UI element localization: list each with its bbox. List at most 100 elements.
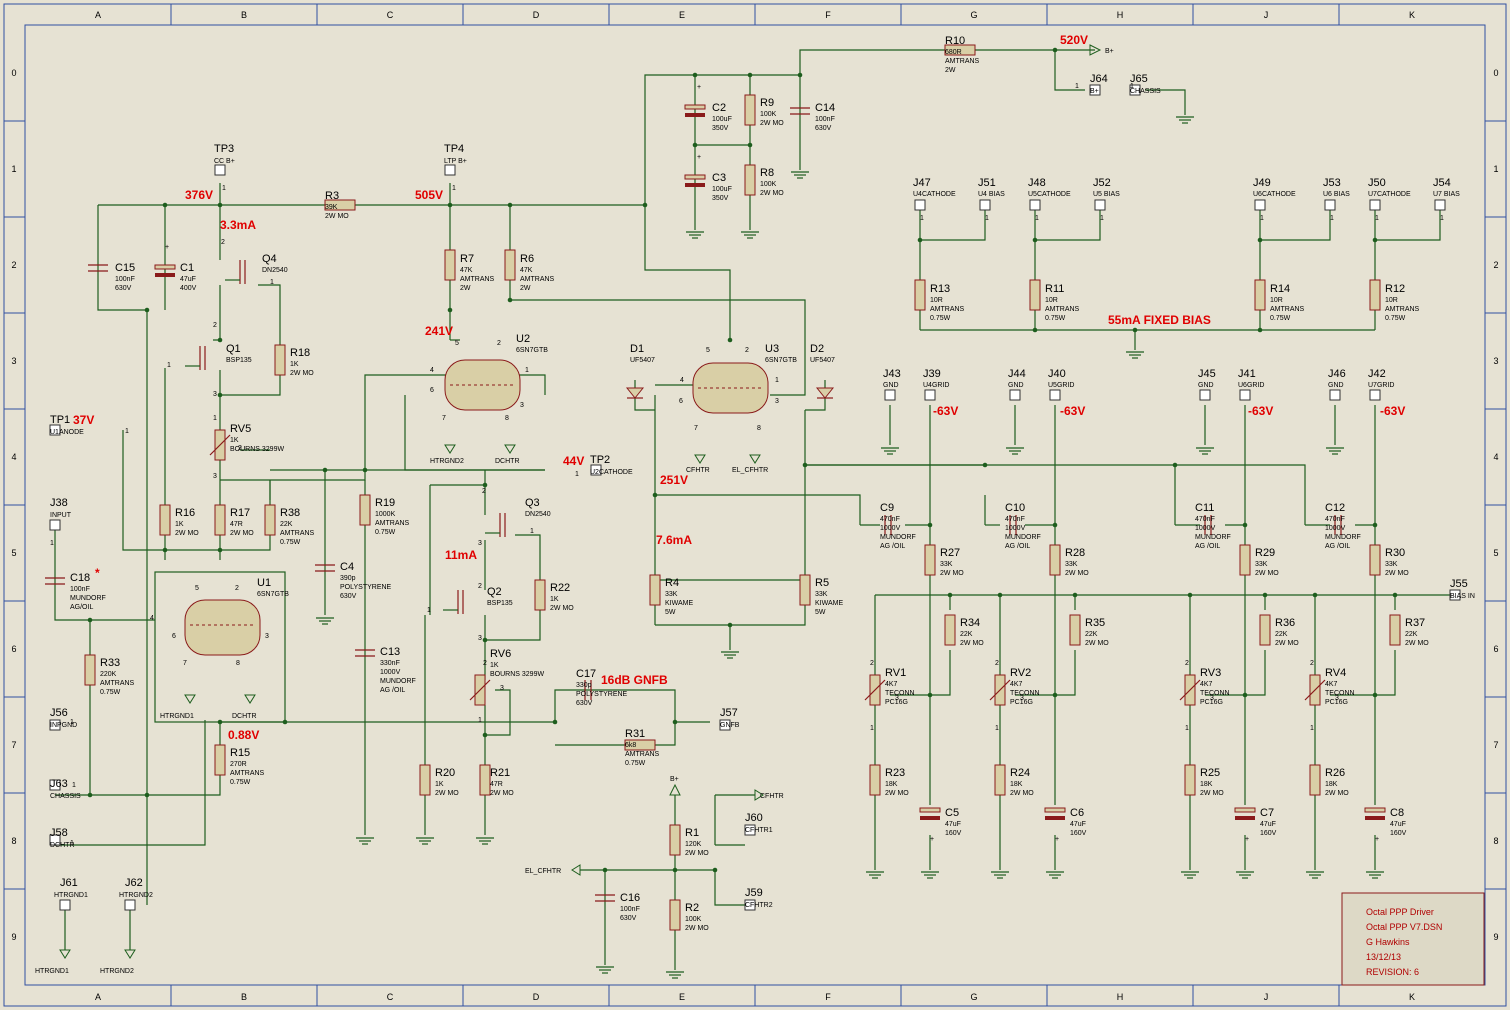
ref-designator: R21 [490,767,510,779]
part-value: 160V [1390,830,1407,837]
ref-designator: J46 [1328,368,1346,380]
pin-number: 1 [1035,215,1039,222]
ground-symbol [316,617,334,625]
ref-designator: J38 [50,497,68,509]
resistor-R33 [84,654,96,686]
jack-J63 [49,779,61,791]
part-value: AMTRANS [930,306,965,313]
part-value: 100nF [815,116,835,123]
grid-col-label: J [1264,10,1269,20]
part-value: 220K [100,671,117,678]
ref-designator: R9 [760,97,774,109]
diode-D2 [815,387,835,399]
trimpot-RV3 [1179,674,1201,706]
resistor-R29 [1239,544,1251,576]
pin-number: 8 [236,660,240,667]
pin-number: 1 [1440,215,1444,222]
jack-J47 [914,199,926,211]
resistor-R5 [799,574,811,606]
ref-designator: C17 [576,668,596,680]
ground-symbol [666,971,684,979]
part-value: 18K [885,781,898,788]
part-value: 4K7 [1200,681,1213,688]
pin-number: 2 [238,445,242,452]
jack-J65 [1129,84,1141,96]
pin-number: 4 [430,367,434,374]
resistor-R15 [214,744,226,776]
part-value: 4K7 [1325,681,1338,688]
pin-number: 2 [995,660,999,667]
part-value: AG /OIL [380,687,405,694]
grid-row-label: 6 [1493,644,1498,654]
part-value: 47K [520,267,533,274]
part-value: 2W MO [175,530,199,537]
part-value: 2W MO [760,120,784,127]
ref-designator: TP4 [444,143,464,155]
part-value: 470nF [1325,516,1345,523]
resistor-R8 [744,164,756,196]
net-arrow-dchtr1 [244,694,256,704]
mosfet-Q4 [225,260,246,284]
pin-number: 3 [500,685,504,692]
jack-J53 [1324,199,1336,211]
ref-designator: R20 [435,767,455,779]
part-value: 2W MO [290,370,314,377]
testpoint-TP1 [49,424,61,436]
voltage-annotation-i11: 11mA [445,548,477,562]
voltage-annotation-g4: -63V [1380,404,1405,418]
jack-J50 [1369,199,1381,211]
ground-symbol [881,447,899,455]
ground-symbol [991,871,1009,879]
ref-designator: J51 [978,177,996,189]
ref-designator: Q4 [262,253,277,265]
ref-designator: D2 [810,343,824,355]
tube-U2-symbol [444,359,521,411]
part-value: U7CATHODE [1368,191,1411,198]
ref-designator: R25 [1200,767,1220,779]
resistor-R27 [924,544,936,576]
ref-designator: Q3 [525,497,540,509]
part-value: 2W MO [550,605,574,612]
resistor-R22 [534,579,546,611]
voltage-annotation-g2: -63V [1060,404,1085,418]
pin-number: 3 [213,473,217,480]
jack-J51 [979,199,991,211]
part-value: MUNDORF [880,534,916,541]
voltage-annotation-g1: -63V [933,404,958,418]
part-value: 1000V [1005,525,1026,532]
part-value: 2W MO [885,790,909,797]
part-value: GND [1198,382,1214,389]
part-value: 330p [576,682,592,689]
part-value: 630V [815,125,832,132]
part-value: 18K [1010,781,1023,788]
part-value: 160V [1070,830,1087,837]
ref-designator: C15 [115,262,135,274]
ref-designator: C4 [340,561,354,573]
pin-number: 2 [497,340,501,347]
part-value: 47uF [1070,821,1086,828]
ref-designator: J64 [1090,73,1108,85]
part-value: AG /OIL [880,543,905,550]
part-value: MUNDORF [1195,534,1231,541]
part-value: 0.75W [375,529,396,536]
pin-number: 3 [775,398,779,405]
pin-number: 3 [1335,695,1339,702]
grid-col-label: K [1409,10,1415,20]
part-value: TECONN [1200,690,1230,697]
pin-number: 1 [995,725,999,732]
